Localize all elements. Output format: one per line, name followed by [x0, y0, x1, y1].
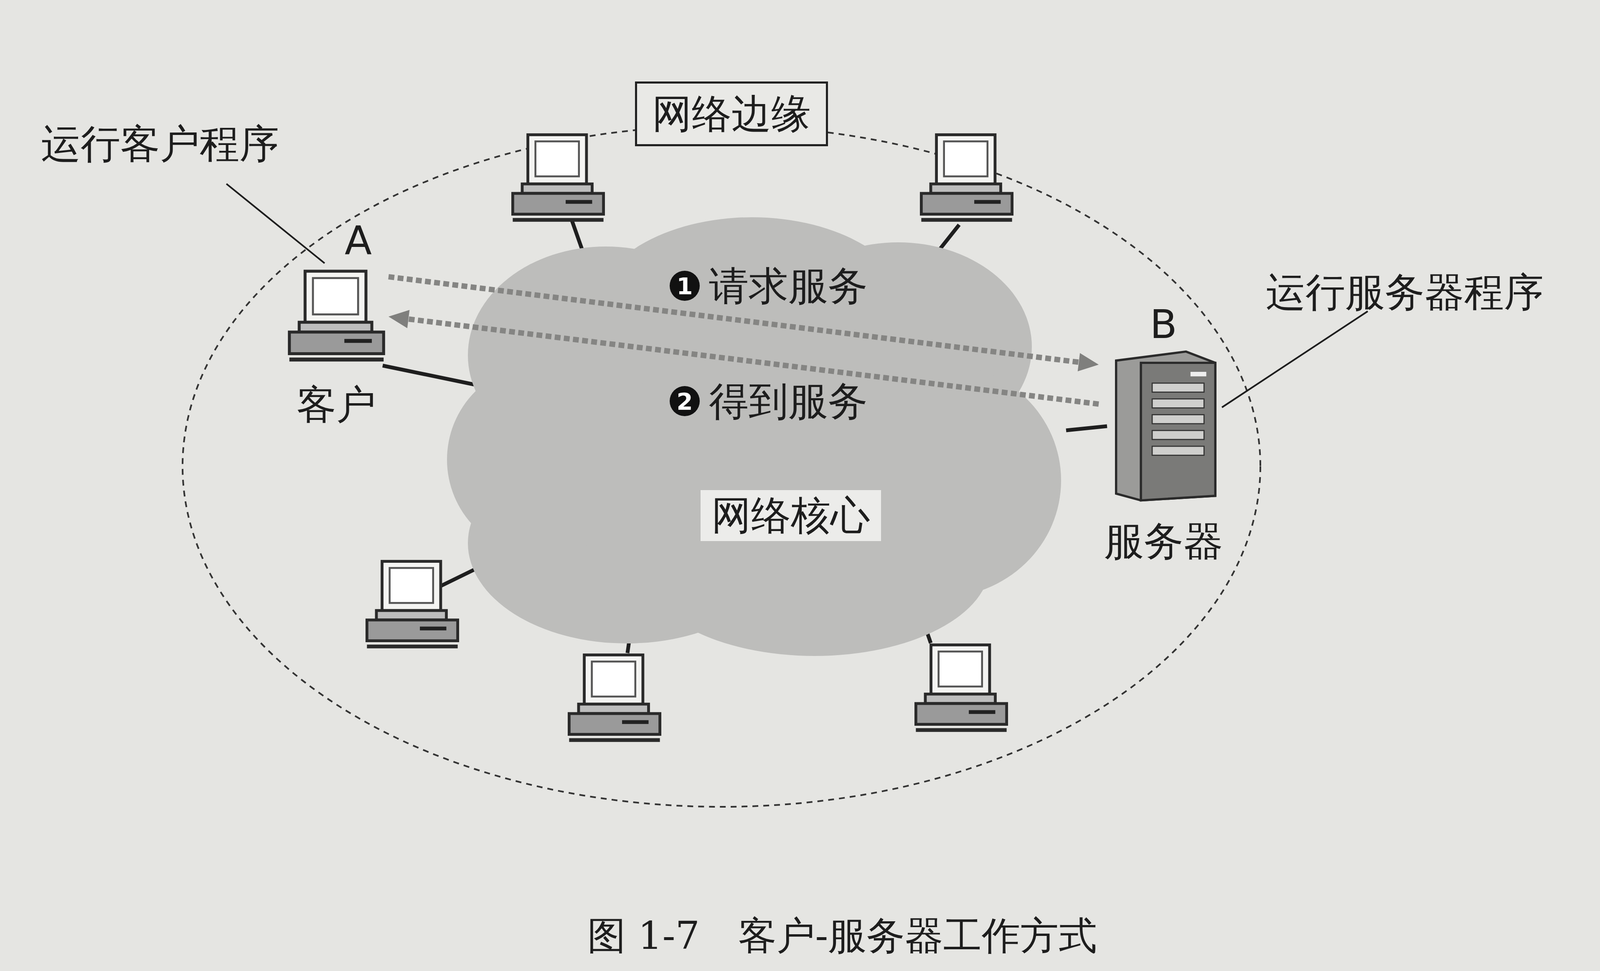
callout-number: 2 [669, 386, 700, 417]
drive-bay [1152, 398, 1204, 409]
drive-bay [1152, 446, 1204, 456]
label-box: 网络边缘 [634, 81, 828, 147]
host-letter: B [1149, 301, 1177, 348]
tower-body [1116, 351, 1216, 501]
server-tower [1107, 349, 1220, 503]
edge-label-text: 请求服务 [708, 263, 868, 309]
power-light [1190, 371, 1207, 377]
drive-bay [1152, 430, 1204, 440]
drive-bay [1152, 414, 1204, 425]
callout-number: 1 [669, 270, 700, 301]
edge-label-text: 得到服务 [708, 378, 868, 425]
annotation: 运行服务器程序 [1265, 269, 1544, 315]
annotation: 运行客户程序 [40, 121, 280, 167]
figure-caption: 图 1-7 客户-服务器工作方式 [587, 913, 1098, 958]
arrow-head [388, 309, 410, 329]
edge-label: 2 得到服务 [669, 378, 868, 425]
client-host: A 客户 [284, 218, 389, 428]
cloud-lobe [446, 363, 640, 556]
edge-region [182, 125, 1261, 807]
tower-front [1140, 363, 1216, 501]
access-links [382, 219, 1108, 653]
region-title: 网络边缘 [652, 91, 811, 137]
core-title: 网络核心 [700, 490, 882, 541]
client-computer [287, 265, 386, 366]
host-name: 服务器 [1104, 518, 1224, 564]
computer-icon [289, 271, 384, 360]
host-name: 客户 [296, 381, 376, 428]
arrow-head [1077, 353, 1099, 372]
host-letter: A [344, 218, 372, 264]
drive-bay [1152, 383, 1204, 393]
edge-label: 1 请求服务 [669, 263, 868, 309]
server-host: B 服务器 [1098, 301, 1229, 565]
